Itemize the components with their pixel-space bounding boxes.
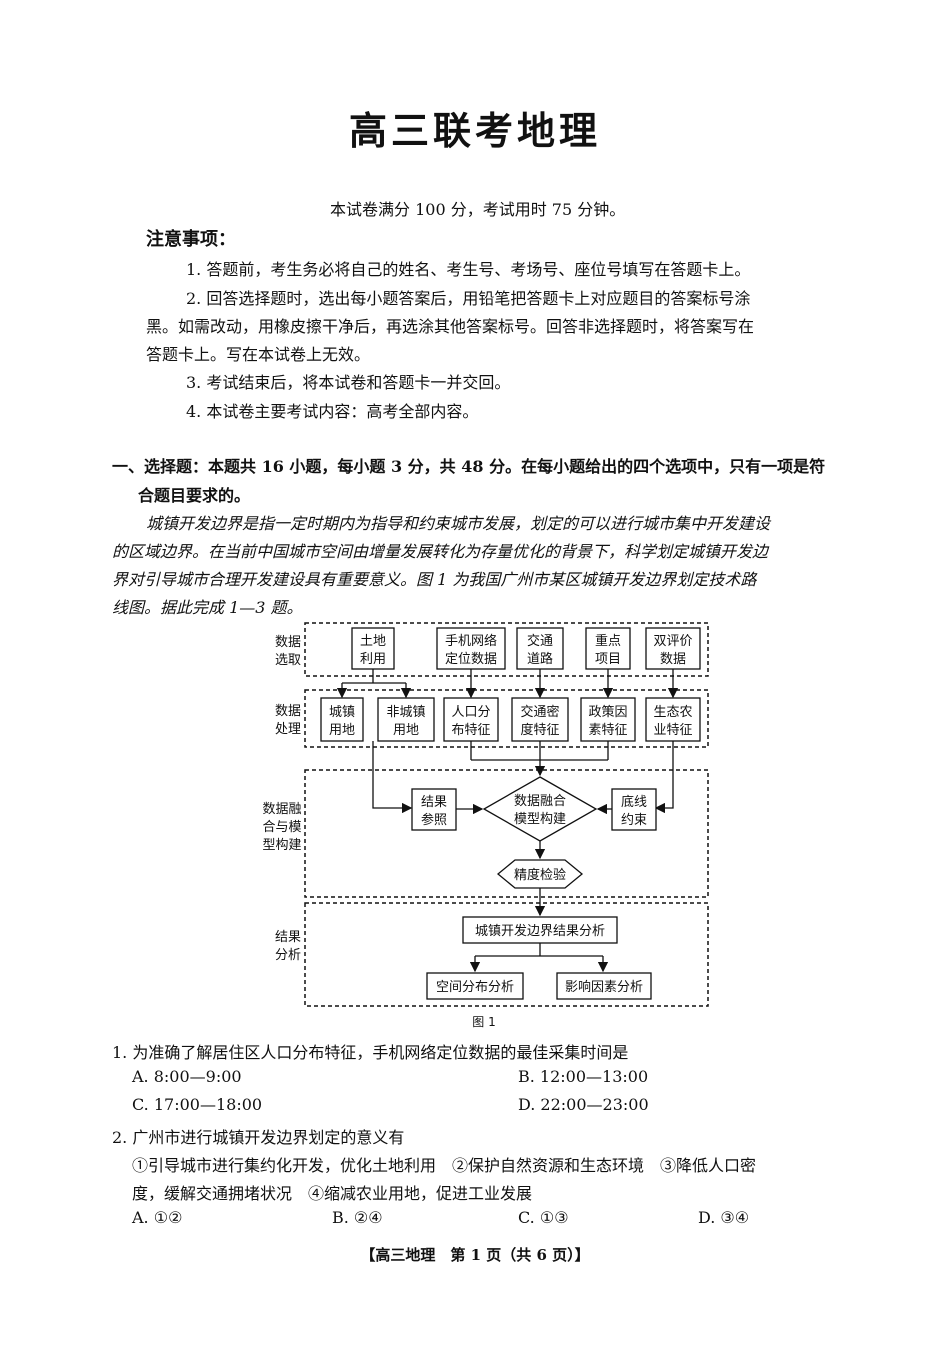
page-footer: 【高三地理 第 1 页（共 6 页）】 <box>360 1246 590 1264</box>
figure-caption: 图 1 <box>472 1015 495 1029</box>
stage-label: 数据 <box>275 635 301 650</box>
stage-label: 数据 <box>275 704 301 719</box>
box-text: 数据融合 <box>514 794 566 809</box>
select-box-land <box>351 627 395 670</box>
precision-check-hexagon <box>496 859 584 889</box>
box-text: 空间分布分析 <box>436 980 514 995</box>
process-box-population <box>443 697 499 742</box>
box-text: 素特征 <box>588 723 627 738</box>
question-1-stem: 1. 为准确了解居住区人口分布特征，手机网络定位数据的最佳采集时间是 <box>112 1043 629 1062</box>
notice-item: 黑。如需改动，用橡皮擦干净后，再选涂其他答案标号。回答非选择题时，将答案写在 <box>146 317 755 336</box>
influence-factors-box <box>556 972 652 1000</box>
box-text: 用地 <box>393 723 419 738</box>
result-reference-box <box>411 788 457 831</box>
box-text: 城镇 <box>329 705 355 720</box>
baseline-constraint-box <box>611 788 657 831</box>
exam-info: 本试卷满分 100 分，考试用时 75 分钟。 <box>330 200 626 219</box>
process-box-traffic-density <box>511 697 569 742</box>
stage-label: 分析 <box>275 948 301 963</box>
box-text: 数据 <box>660 652 686 667</box>
q1-option-d[interactable]: D. 22:00—23:00 <box>518 1095 649 1114</box>
q2-option-b[interactable]: B. ②④ <box>332 1208 383 1227</box>
box-text: 人口分 <box>451 705 490 720</box>
select-box-traffic <box>516 627 564 670</box>
box-text: 模型构建 <box>514 812 566 827</box>
box-text: 生态农 <box>653 705 692 720</box>
boundary-analysis-box <box>462 916 618 944</box>
select-box-dual-eval <box>645 627 701 670</box>
box-text: 交通 <box>527 633 553 649</box>
process-box-eco-agri <box>645 697 701 742</box>
stage-label: 选取 <box>275 653 301 668</box>
q1-option-a[interactable]: A. 8:00—9:00 <box>132 1067 242 1086</box>
process-box-urban <box>320 697 364 742</box>
box-text: 手机网络 <box>445 633 497 649</box>
q2-option-d[interactable]: D. ③④ <box>698 1208 750 1227</box>
box-text: 道路 <box>527 651 553 667</box>
box-text: 业特征 <box>653 723 692 738</box>
box-text: 土地 <box>360 634 386 649</box>
spatial-distribution-box <box>426 972 524 1000</box>
box-text: 非城镇 <box>386 705 425 720</box>
box-text: 约束 <box>621 813 647 828</box>
passage-line: 城镇开发边界是指一定时期内为指导和约束城市发展，划定的可以进行城市集中开发建设 <box>146 514 771 533</box>
notice-item: 1. 答题前，考生务必将自己的姓名、考生号、考场号、座位号填写在答题卡上。 <box>186 260 751 279</box>
stage-label: 数据融 <box>262 802 301 817</box>
box-text: 政策因 <box>588 704 627 720</box>
box-text: 参照 <box>421 812 447 828</box>
box-text: 重点 <box>595 633 621 649</box>
stage-box-result <box>304 902 709 1007</box>
section-heading: 一、选择题：本题共 16 小题，每小题 3 分，共 48 分。在每小题给出的四个… <box>112 457 826 476</box>
process-box-policy <box>580 697 636 742</box>
fusion-diamond <box>482 776 598 842</box>
box-text: 布特征 <box>451 723 490 738</box>
notice-item: 4. 本试卷主要考试内容：高考全部内容。 <box>186 402 479 421</box>
box-text: 交通密 <box>520 704 559 720</box>
passage-line: 界对引导城市合理开发建设具有重要意义。图 1 为我国广州市某区城镇开发边界划定技… <box>112 570 757 589</box>
stage-box-select <box>304 622 709 677</box>
box-text: 底线 <box>621 794 647 810</box>
q2-statements-cont: 度，缓解交通拥堵状况 ④缩减农业用地，促进工业发展 <box>132 1184 533 1203</box>
stage-box-process <box>304 689 709 748</box>
stage-label: 处理 <box>275 722 301 737</box>
box-text: 精度检验 <box>514 867 566 883</box>
box-text: 项目 <box>595 652 621 667</box>
box-text: 城镇开发边界结果分析 <box>475 923 605 939</box>
stage-label: 型构建 <box>262 838 301 853</box>
notice-item: 2. 回答选择题时，选出每小题答案后，用铅笔把答题卡上对应题目的答案标号涂 <box>186 289 751 308</box>
box-text: 双评价 <box>653 634 692 649</box>
box-text: 利用 <box>360 652 386 667</box>
notice-heading: 注意事项： <box>146 229 236 250</box>
passage-line: 线图。据此完成 1—3 题。 <box>112 598 303 617</box>
notice-item: 3. 考试结束后，将本试卷和答题卡一并交回。 <box>186 373 511 392</box>
stage-label: 合与模 <box>262 820 301 835</box>
stage-box-fusion <box>304 769 709 898</box>
process-box-nonurban <box>377 697 435 742</box>
passage-line: 的区域边界。在当前中国城市空间由增量发展转化为存量优化的背景下，科学划定城镇开发… <box>112 542 769 561</box>
box-text: 定位数据 <box>445 652 497 667</box>
box-text: 用地 <box>329 723 355 738</box>
q1-option-c[interactable]: C. 17:00—18:00 <box>132 1095 263 1114</box>
q2-statements: ①引导城市进行集约化开发，优化土地利用 ②保护自然资源和生态环境 ③降低人口密 <box>132 1156 757 1175</box>
select-box-mobile <box>436 627 506 670</box>
box-text: 结果 <box>421 795 447 810</box>
section-heading-cont: 合题目要求的。 <box>138 486 251 505</box>
q1-option-b[interactable]: B. 12:00—13:00 <box>518 1067 649 1086</box>
page-title: 高三联考地理 <box>348 108 601 153</box>
q2-option-a[interactable]: A. ①② <box>132 1208 183 1227</box>
box-text: 影响因素分析 <box>565 979 643 995</box>
box-text: 度特征 <box>520 722 559 738</box>
notice-item: 答题卡上。写在本试卷上无效。 <box>146 345 371 364</box>
stage-label: 结果 <box>275 930 301 945</box>
q2-option-c[interactable]: C. ①③ <box>518 1208 569 1227</box>
question-2-stem: 2. 广州市进行城镇开发边界划定的意义有 <box>112 1128 405 1147</box>
